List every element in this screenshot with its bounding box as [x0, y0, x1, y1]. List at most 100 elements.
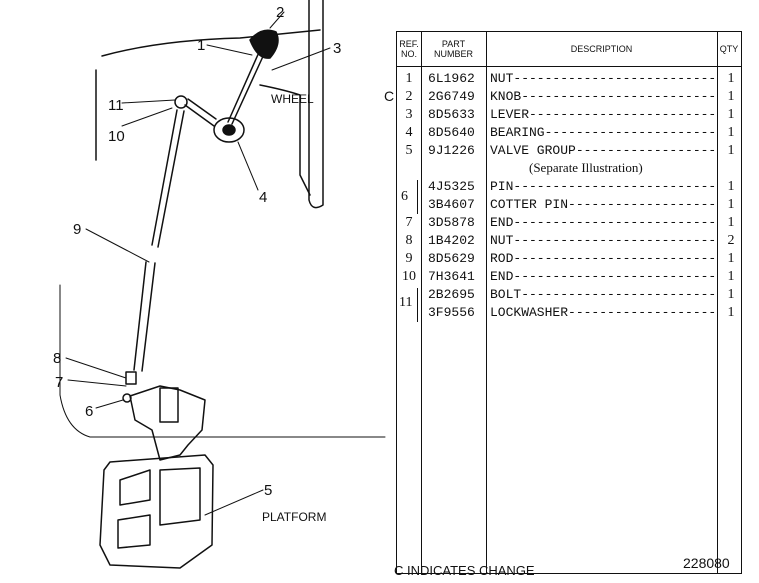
- knob-shape: [249, 29, 279, 59]
- part-number-cell: 8D5633: [428, 107, 475, 122]
- table-row: 2 2G6749 KNOB---------------------------…: [397, 88, 741, 106]
- change-marker: C: [384, 88, 395, 104]
- ref-cell: 3: [405, 107, 413, 122]
- qty-cell: 1: [727, 143, 735, 158]
- ref-cell: 1: [405, 71, 413, 86]
- cab-panel-outline: [95, 29, 321, 196]
- part-number-cell: 3D5878: [428, 215, 475, 230]
- group-ref-11: 11: [399, 295, 413, 310]
- description-cell: BEARING-------------------------: [490, 125, 718, 140]
- lever-line: [231, 51, 266, 125]
- wheel-outline: [308, 0, 324, 209]
- upper-rod: [151, 109, 178, 246]
- table-row: 1 6L1962 NUT----------------------------…: [397, 70, 741, 88]
- description-cell: VALVE GROUP---------------------: [490, 143, 718, 158]
- callout-3: 3: [333, 40, 341, 57]
- callout-8: 8: [53, 350, 61, 367]
- bearing-shape: [213, 117, 245, 143]
- part-number-cell: 8D5629: [428, 251, 475, 266]
- separate-illustration-note: (Separate Illustration): [529, 160, 643, 175]
- ref-cell: 8: [405, 233, 413, 248]
- ref-cell: 10: [402, 269, 416, 284]
- callout-10: 10: [108, 128, 125, 145]
- qty-cell: 1: [727, 71, 735, 86]
- qty-cell: 1: [727, 269, 735, 284]
- table-row: 3B4607 COTTER PIN---------------------- …: [397, 196, 741, 214]
- qty-cell: 1: [727, 179, 735, 194]
- ref-cell: 7: [405, 215, 413, 230]
- table-row: 5 9J1226 VALVE GROUP--------------------…: [397, 142, 741, 160]
- platform-label: PLATFORM: [262, 510, 326, 524]
- ref-cell: 4: [405, 125, 413, 140]
- description-cell: ROD-----------------------------: [490, 251, 718, 266]
- part-number-cell: 6L1962: [428, 71, 475, 86]
- part-number-cell: 8D5640: [428, 125, 475, 140]
- part-number-cell: 2G6749: [428, 89, 475, 104]
- ref-cell: 5: [405, 143, 413, 158]
- description-cell: NUT-----------------------------: [490, 71, 718, 86]
- description-cell: END-----------------------------: [490, 269, 718, 284]
- callout-9: 9: [73, 221, 81, 238]
- qty-cell: 1: [727, 287, 735, 302]
- qty-cell: 1: [727, 305, 735, 320]
- ref-cell: 2: [405, 89, 413, 104]
- callout-7: 7: [55, 374, 63, 391]
- group-brace-6: [417, 180, 422, 214]
- parts-table: REF. NO. PART NUMBER DESCRIPTION QTY 1 6…: [396, 31, 742, 574]
- part-number-cell: 3B4607: [428, 197, 475, 212]
- table-row: 9 8D5629 ROD----------------------------…: [397, 250, 741, 268]
- wheel-label: WHEEL: [271, 92, 314, 106]
- table-row: 3F9556 LOCKWASHER---------------------- …: [397, 304, 741, 322]
- callout-4: 4: [259, 189, 267, 206]
- qty-cell: 1: [727, 251, 735, 266]
- callout-2: 2: [276, 4, 284, 21]
- group-ref-6: 6: [401, 189, 408, 204]
- rod-end-bottom: [125, 371, 137, 385]
- table-row: 4J5325 PIN----------------------------- …: [397, 178, 741, 196]
- qty-cell: 2: [727, 233, 735, 248]
- description-cell: BOLT----------------------------: [490, 287, 718, 302]
- table-row: 10 7H3641 END---------------------------…: [397, 268, 741, 286]
- part-number-cell: 7H3641: [428, 269, 475, 284]
- qty-cell: 1: [727, 89, 735, 104]
- lower-rod: [133, 261, 147, 371]
- table-row: 8 1B4202 NUT----------------------------…: [397, 232, 741, 250]
- change-legend: C INDICATES CHANGE: [394, 563, 535, 578]
- header-qty: QTY: [719, 44, 739, 54]
- part-number-cell: 1B4202: [428, 233, 475, 248]
- qty-cell: 1: [727, 215, 735, 230]
- platform-shape: [99, 454, 214, 569]
- header-part-number: PART NUMBER: [433, 39, 473, 59]
- qty-cell: 1: [727, 197, 735, 212]
- callout-5: 5: [264, 482, 272, 499]
- part-number-cell: 3F9556: [428, 305, 475, 320]
- callout-11: 11: [108, 97, 124, 114]
- table-row: 4 8D5640 BEARING------------------------…: [397, 124, 741, 142]
- description-cell: END-----------------------------: [490, 215, 718, 230]
- table-row: 7 3D5878 END----------------------------…: [397, 214, 741, 232]
- description-cell: NUT-----------------------------: [490, 233, 718, 248]
- part-number-cell: 9J1226: [428, 143, 475, 158]
- drawing-number: 228080: [683, 555, 730, 571]
- header-description: DESCRIPTION: [570, 44, 633, 54]
- part-number-cell: 4J5325: [428, 179, 475, 194]
- callout-1: 1: [197, 37, 205, 54]
- group-brace-11: [417, 288, 422, 322]
- table-row: 2B2695 BOLT---------------------------- …: [397, 286, 741, 304]
- valve-group-shape: [129, 385, 206, 461]
- qty-cell: 1: [727, 125, 735, 140]
- callout-6: 6: [85, 403, 93, 420]
- qty-cell: 1: [727, 107, 735, 122]
- description-cell: KNOB----------------------------: [490, 89, 718, 104]
- assembly-diagram: 2 1 3 11 10 4 9 8 7 6 5 WHEEL PLATFORM: [53, 0, 386, 569]
- description-cell: LEVER---------------------------: [490, 107, 718, 122]
- part-number-cell: 2B2695: [428, 287, 475, 302]
- ref-cell: 9: [405, 251, 413, 266]
- description-cell: LOCKWASHER----------------------: [490, 305, 718, 320]
- rod-end-top: [174, 95, 188, 109]
- description-cell: COTTER PIN----------------------: [490, 197, 718, 212]
- description-cell: PIN-----------------------------: [490, 179, 718, 194]
- header-ref-no: REF. NO.: [399, 39, 419, 59]
- table-row: 3 8D5633 LEVER--------------------------…: [397, 106, 741, 124]
